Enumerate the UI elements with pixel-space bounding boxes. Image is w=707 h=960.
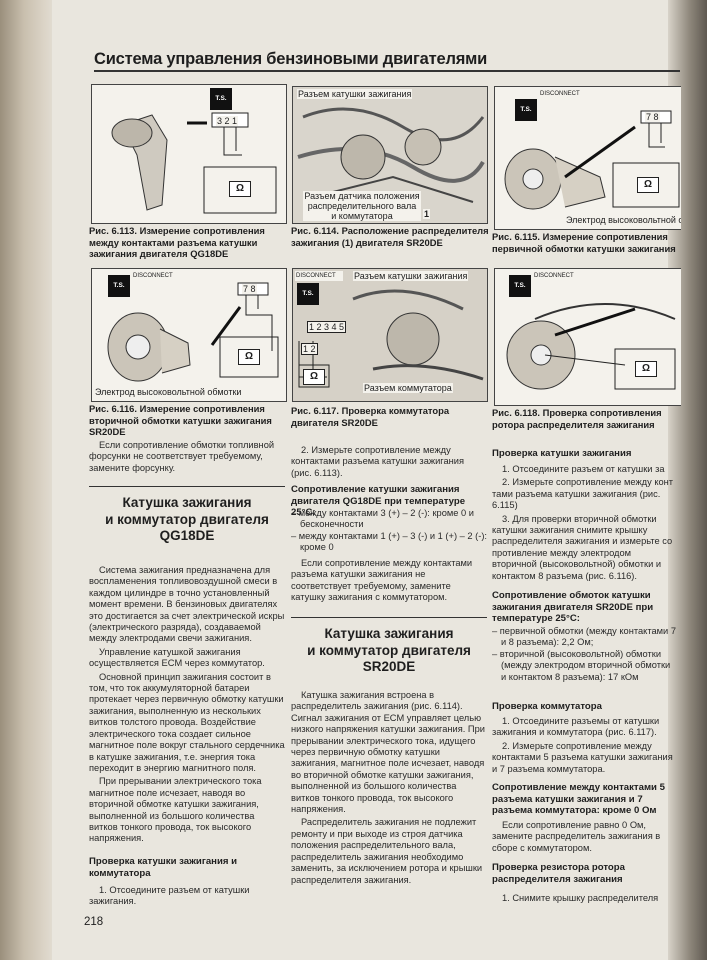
- paragraph: Если сопротивление обмотки топливной фор…: [89, 440, 275, 473]
- spec-item: – между контактами 1 (+) – 3 (-) и 1 (+)…: [291, 530, 487, 553]
- paragraph: 2. Измерьте сопротивление между контакта…: [492, 740, 673, 774]
- paragraph: Если сопротивление равно 0 Ом, замените …: [492, 820, 661, 853]
- book-spine-shadow: [0, 0, 60, 960]
- col3-spec-title: Сопротивление обмоток катушки зажигания …: [492, 590, 654, 624]
- paragraph: Основной принцип зажигания состоит в том…: [89, 671, 285, 773]
- paragraph: 1. Отсоедините разъемы от катушки зажига…: [492, 716, 660, 738]
- spec-item: – первичной обмотки (между контактами 7 …: [492, 626, 676, 648]
- figure-6-114-caption: Рис. 6.114. Расположение распределителя …: [291, 225, 489, 248]
- paragraph: 1. Снимите крышку распределителя: [502, 893, 659, 903]
- distributor-drawing: [504, 110, 680, 210]
- figure-6-115-caption: Рис. 6.115. Измерение сопротивления перв…: [492, 231, 676, 254]
- section-title-qg18de: Катушка зажигания и коммутатор двигателя…: [89, 486, 285, 545]
- col3-subheading: Проверка коммутатора: [492, 701, 602, 712]
- figure-6-117: T.S. DISCONNECT Разъем катушки зажигания…: [292, 268, 488, 402]
- fig115-electrode-label: Электрод высоковольтной обмотк: [565, 215, 681, 225]
- col1-step: 1. Отсоедините разъем от катушки зажиган…: [89, 885, 285, 910]
- figure-6-117-caption: Рис. 6.117. Проверка коммутатора двигате…: [291, 405, 450, 428]
- fig114-label-bottom: Разъем датчика положения распределительн…: [303, 191, 421, 221]
- page-number: 218: [84, 916, 104, 928]
- ohmmeter-icon: Ω: [229, 181, 251, 197]
- col2-body-top: 2. Измерьте сопротивление между контакта…: [291, 445, 487, 481]
- section-title-line: QG18DE: [159, 528, 215, 543]
- connector-pins: 7 8: [645, 112, 660, 122]
- col3-body-mid: 1. Отсоедините разъемы от катушки зажига…: [492, 716, 676, 777]
- fig116-electrode-label: Электрод высоковольтной обмотки: [94, 387, 243, 397]
- paragraph: Распределитель зажигания не подлежит рем…: [291, 817, 483, 885]
- disconnect-label: DISCONNECT: [132, 271, 174, 281]
- connector-pins-bottom: 1 2: [301, 343, 318, 355]
- figure-6-115: T.S. DISCONNECT 7 8 Ω Электрод высоковол…: [494, 86, 681, 230]
- paragraph: 3. Для проверки вторичной обмотки катушк…: [492, 513, 673, 581]
- rotor-drawing: [506, 303, 676, 390]
- spec-item: – между контактами 3 (+) – 2 (-): кроме …: [291, 508, 474, 530]
- figure-6-118: T.S. DISCONNECT Ω: [494, 268, 681, 406]
- switch-unit-photo: [293, 269, 487, 401]
- col3-spec-three: Сопротивление между контактами 5 разъема…: [492, 782, 665, 816]
- col1-subheading: Проверка катушки зажигания и коммутатора: [89, 856, 238, 879]
- figure-6-116: T.S. DISCONNECT 7 8 Ω Электрод высоковол…: [91, 268, 287, 402]
- paragraph: Система зажигания предназначена для восп…: [89, 565, 285, 644]
- disconnect-label: DISCONNECT: [533, 271, 575, 281]
- connector-pins-top: 1 2 3 4 5: [307, 321, 347, 333]
- fig114-label-top: Разъем катушки зажигания: [297, 89, 413, 99]
- fig117-label-top: Разъем катушки зажигания: [353, 271, 469, 281]
- section-title-line: SR20DE: [362, 659, 416, 674]
- page-header: Система управления бензиновыми двигателя…: [94, 48, 680, 72]
- paragraph: 2. Измерьте сопротивление между контакта…: [291, 445, 464, 478]
- paragraph: Катушка зажигания встроена в распределит…: [291, 690, 485, 815]
- disconnect-label: DISCONNECT: [539, 89, 581, 99]
- col3-subheading: Проверка катушки зажигания: [492, 448, 632, 459]
- paragraph: При прерывании электрического тока магни…: [89, 776, 262, 844]
- ohmmeter-icon: Ω: [303, 369, 325, 385]
- figure-6-114: Разъем катушки зажигания Разъем датчика …: [292, 86, 488, 224]
- spec-item: – вторичной (высоковольтной) обмотки (ме…: [492, 648, 671, 682]
- ts-badge-icon: T.S.: [210, 88, 232, 110]
- fig114-number: 1: [423, 209, 431, 219]
- ts-badge-icon: T.S.: [108, 275, 130, 297]
- connector-pins: 7 8: [242, 284, 257, 294]
- paragraph: 1. Отсоедините разъем от катушки зажиган…: [89, 885, 250, 907]
- fig117-label-bottom: Разъем коммутатора: [363, 383, 453, 393]
- paragraph: Управление катушкой зажигания осуществля…: [89, 646, 265, 669]
- distributor-drawing: [107, 282, 279, 382]
- col2-body-mid: Если сопротивление между контактами разъ…: [291, 558, 487, 606]
- paragraph: 1. Отсоедините разъем от катушки за: [502, 464, 665, 474]
- ts-badge-icon: T.S.: [509, 275, 531, 297]
- disconnect-label: DISCONNECT: [295, 271, 343, 281]
- ignition-coil-drawing: [111, 112, 277, 214]
- col1-intro: Если сопротивление обмотки топливной фор…: [89, 440, 285, 476]
- figure-6-118-caption: Рис. 6.118. Проверка сопротивления ротор…: [492, 407, 662, 430]
- col3-subheading: Проверка резистора ротора распределителя…: [492, 862, 625, 885]
- col3-body-end: 1. Снимите крышку распределителя: [492, 893, 676, 906]
- ts-badge-icon: T.S.: [515, 99, 537, 121]
- connector-pins: 3 2 1: [216, 116, 239, 126]
- col2-spec-title: Сопротивление катушки зажигания двигател…: [291, 484, 466, 518]
- col2-body-bottom: Катушка зажигания встроена в распределит…: [291, 690, 487, 888]
- ohmmeter-icon: Ω: [637, 177, 659, 193]
- section-title-line: и коммутатор двигателя: [105, 511, 269, 527]
- col3-body-low: Если сопротивление равно 0 Ом, замените …: [492, 820, 676, 856]
- col3-spec-list: – первичной обмотки (между контактами 7 …: [492, 626, 676, 683]
- col1-body: Система зажигания предназначена для восп…: [89, 565, 285, 847]
- section-title-line: Катушка зажигания: [122, 495, 252, 510]
- ohmmeter-icon: Ω: [635, 361, 657, 377]
- section-title-line: Катушка зажигания: [324, 626, 454, 641]
- figure-6-116-caption: Рис. 6.116. Измерение сопротивления втор…: [89, 403, 272, 437]
- paragraph: 2. Измерьте сопротивление между конт там…: [492, 477, 674, 511]
- ohmmeter-icon: Ω: [238, 349, 260, 365]
- section-title-line: и коммутатор двигателя: [307, 642, 471, 658]
- section-title-sr20de: Катушка зажигания и коммутатор двигателя…: [291, 617, 487, 676]
- figure-6-113: T.S. 3 2 1 Ω: [91, 84, 287, 224]
- figure-6-113-caption: Рис. 6.113. Измерение сопротивления межд…: [89, 225, 265, 259]
- col2-spec-list: – между контактами 3 (+) – 2 (-): кроме …: [291, 508, 487, 554]
- col3-body-top: 1. Отсоедините разъем от катушки за 2. И…: [492, 464, 676, 584]
- ts-badge-icon: T.S.: [297, 283, 319, 305]
- paragraph: Если сопротивление между контактами разъ…: [291, 558, 473, 603]
